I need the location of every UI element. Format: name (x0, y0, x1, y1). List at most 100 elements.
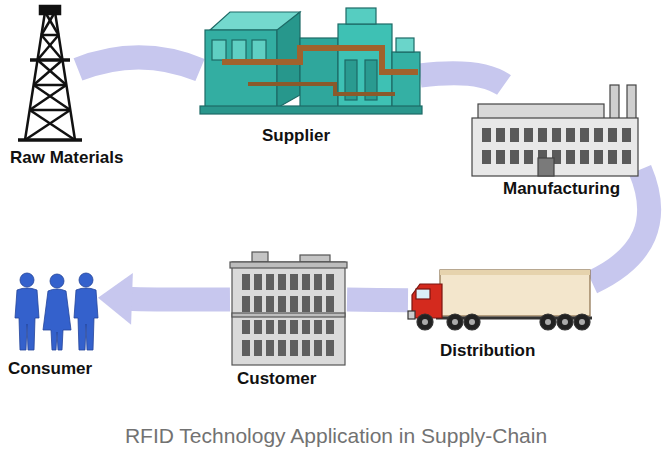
station-node: Customer (230, 252, 347, 365)
station-node: Distribution (408, 268, 592, 330)
supplier-plant-part (200, 106, 422, 114)
delivery-truck-part (464, 314, 480, 330)
station-node: Manufacturing (470, 85, 640, 177)
oil-derrick-part (25, 110, 70, 140)
delivery-truck-part (545, 319, 551, 325)
oil-derrick-part (45, 12, 59, 35)
supplier-plant-part (205, 30, 277, 108)
people-part (43, 289, 71, 350)
delivery-truck-part (408, 311, 415, 319)
oil-derrick-part (25, 12, 45, 140)
delivery-truck-part (417, 314, 433, 330)
supplier-plant-part (365, 60, 377, 100)
delivery-truck-part (557, 314, 573, 330)
station-label: Distribution (440, 341, 535, 361)
oil-derrick-part (30, 58, 70, 62)
delivery-truck-part (562, 319, 568, 325)
oil-derrick-part (38, 60, 67, 85)
supplier-plant (200, 8, 422, 114)
delivery-truck-part (422, 319, 428, 325)
factory-part (627, 85, 636, 125)
oil-derrick-part (34, 85, 71, 110)
people-part (50, 274, 64, 288)
supplier-plant-part (300, 38, 338, 108)
people-part (15, 288, 39, 350)
people-part (20, 273, 34, 287)
factory-part (480, 126, 634, 170)
oil-derrick-part (30, 109, 71, 112)
supplier-plant-part (212, 40, 226, 60)
station-node: Raw Materials (22, 10, 78, 142)
station-label: Supplier (262, 126, 330, 146)
station-node: Consumer (12, 272, 98, 350)
flow-arrow (98, 273, 230, 325)
supplier-plant-part (345, 60, 357, 100)
oil-derrick (18, 6, 82, 140)
supplier-plant-part (396, 38, 414, 52)
delivery-truck-part (579, 319, 585, 325)
store-building-part (230, 262, 347, 268)
people (15, 273, 98, 350)
supplier-plant-part (277, 12, 300, 108)
oil-derrick-part (30, 110, 75, 140)
delivery-truck-part (452, 319, 458, 325)
caption: RFID Technology Application in Supply-Ch… (0, 423, 672, 449)
oil-derrick-part (40, 6, 60, 14)
oil-derrick-part (18, 138, 82, 142)
supplier-plant-part (252, 40, 266, 60)
flow-arrow (420, 73, 504, 85)
oil-derrick-part (41, 35, 62, 60)
delivery-truck-part (416, 289, 430, 299)
store-building (230, 252, 347, 365)
store-building-part (232, 313, 345, 317)
factory (472, 85, 638, 176)
factory-part (538, 158, 554, 176)
oil-derrick-part (41, 34, 58, 37)
flow-band (125, 287, 230, 312)
flow-band (78, 57, 200, 70)
oil-derrick-part (41, 12, 55, 35)
flow-arrow (347, 299, 408, 301)
flow-arrow (78, 57, 200, 70)
supplier-plant-part (232, 40, 246, 60)
delivery-truck-part (574, 314, 590, 330)
delivery-truck-part (436, 317, 592, 320)
store-building-part (240, 272, 337, 312)
station-label: Manufacturing (503, 179, 620, 199)
station-label: Raw Materials (10, 148, 123, 168)
supplier-plant-part (338, 24, 392, 108)
station-node: Supplier (200, 4, 420, 114)
delivery-truck-part (412, 284, 442, 318)
factory-part (472, 118, 638, 176)
delivery-truck-part (469, 319, 475, 325)
delivery-truck-part (447, 314, 463, 330)
supplier-plant-part (248, 84, 395, 94)
delivery-truck (408, 270, 592, 330)
store-building-part (252, 252, 268, 262)
delivery-truck-part (440, 270, 590, 316)
factory-part (478, 104, 604, 120)
supplier-plant-part (346, 8, 376, 24)
store-building-part (232, 262, 345, 365)
people-part (79, 273, 93, 287)
oil-derrick-part (34, 84, 67, 87)
oil-derrick-part (55, 12, 75, 140)
factory-part (610, 85, 619, 125)
delivery-truck-part (540, 314, 556, 330)
store-building-part (240, 320, 337, 360)
station-label: Customer (237, 369, 316, 389)
arrow-head (98, 273, 133, 325)
people-part (74, 288, 98, 350)
oil-derrick-part (38, 35, 59, 60)
supplier-plant-part (222, 48, 418, 72)
flow-band (347, 287, 408, 312)
supplier-plant-part (392, 52, 420, 108)
store-building-part (300, 255, 330, 262)
flow-band (420, 73, 504, 85)
supplier-plant-part (210, 12, 300, 30)
oil-derrick-part (34, 60, 63, 85)
station-label: Consumer (8, 359, 92, 379)
